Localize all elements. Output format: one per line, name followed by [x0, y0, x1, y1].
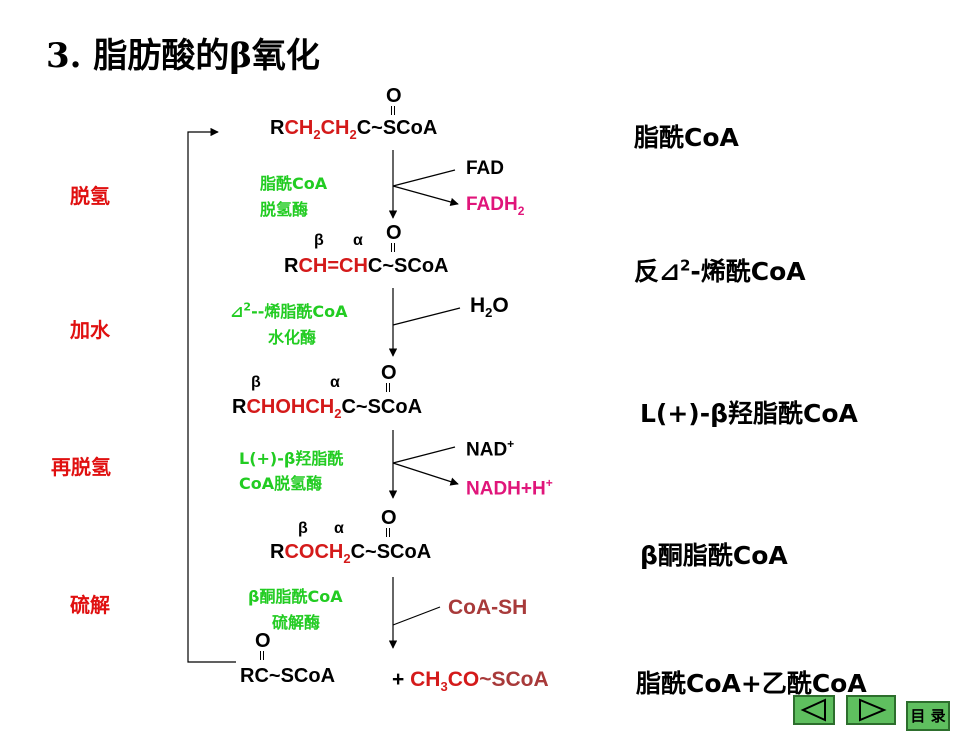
c4-double-bond — [386, 528, 390, 537]
triangle-right-icon — [859, 698, 887, 722]
c5-oxygen: O — [255, 630, 271, 652]
name-enoyl-coa: 反⊿2-烯酰CoA — [634, 256, 806, 286]
enzyme-acyl-coa-dehydrogenase-line2: 脱氢酶 — [260, 200, 309, 219]
fadh2-out-arrow — [392, 185, 459, 207]
c4-beta-label: β — [298, 520, 308, 537]
compound-shortened-acyl-coa: RC~SCoA — [240, 665, 336, 687]
cofactor-fadh2: FADH2 — [466, 194, 525, 218]
previous-slide-button[interactable] — [793, 695, 835, 725]
name-ketoacyl-coa: β酮脂酰CoA — [640, 541, 788, 570]
compound-hydroxyacyl-coa: RCHOHCH2C~SCoA — [232, 396, 423, 421]
c4-alpha-label: α — [334, 520, 344, 537]
cofactor-h2o: H2O — [470, 294, 509, 321]
triangle-left-icon — [800, 698, 826, 722]
fad-in-line — [392, 169, 456, 187]
c3-alpha-label: α — [330, 374, 340, 391]
h2o-in-line — [392, 307, 461, 326]
enzyme-thiolase-line2: 硫解酶 — [272, 613, 321, 632]
c3-beta-label: β — [251, 374, 261, 391]
enzyme-hydroxyacyl-coa-dehydrogenase-line2: CoA脱氢酶 — [239, 474, 323, 493]
cofactor-coa-sh: CoA-SH — [448, 596, 528, 619]
step-thiolysis: 硫解 — [70, 593, 110, 617]
nadh-out-arrow — [392, 462, 459, 486]
name-products: 脂酰CoA+乙酰CoA — [636, 669, 867, 698]
c2-oxygen: O — [386, 222, 402, 244]
compound-enoyl-coa: RCH=CHC~SCoA — [284, 255, 449, 277]
compound-acyl-coa: RCH2CH2C~SCoA — [270, 117, 438, 142]
step-dehydrogenation: 脱氢 — [70, 184, 110, 208]
step-hydration: 加水 — [70, 318, 110, 342]
cofactor-fad: FAD — [466, 158, 504, 179]
c2-double-bond — [391, 243, 395, 252]
c2-beta-label: β — [314, 232, 324, 249]
c5-double-bond — [260, 651, 264, 660]
compound-acetyl-coa: + CH3CO~SCoA — [392, 668, 549, 695]
c3-oxygen: O — [381, 362, 397, 384]
nad-in-line — [392, 446, 456, 464]
c3-double-bond — [386, 383, 390, 392]
cofactor-nadh: NADH+H+ — [466, 476, 553, 500]
cycle-loop-line — [187, 127, 236, 663]
name-hydroxyacyl-coa: L(+)-β羟脂酰CoA — [640, 399, 858, 428]
enzyme-enoyl-coa-hydratase-line2: 水化酶 — [268, 328, 317, 347]
c4-oxygen: O — [381, 507, 397, 529]
enzyme-acyl-coa-dehydrogenase-line1: 脂酰CoA — [260, 174, 328, 193]
coash-in-line — [392, 606, 441, 626]
c2-alpha-label: α — [353, 232, 363, 249]
contents-menu-button[interactable]: 目 录 — [906, 701, 950, 731]
next-slide-button[interactable] — [846, 695, 896, 725]
name-acyl-coa: 脂酰CoA — [634, 123, 739, 152]
compound-ketoacyl-coa: RCOCH2C~SCoA — [270, 541, 432, 566]
enzyme-thiolase-line1: β酮脂酰CoA — [248, 587, 343, 606]
page-title: 3. 脂肪酸的β氧化 — [46, 36, 320, 76]
c1-oxygen: O — [386, 85, 402, 107]
enzyme-enoyl-coa-hydratase-line1: ⊿2--烯脂酰CoA — [230, 300, 348, 321]
enzyme-hydroxyacyl-coa-dehydrogenase-line1: L(+)-β羟脂酰 — [239, 449, 344, 468]
step-re-dehydrogenation: 再脱氢 — [51, 455, 111, 479]
cofactor-nad: NAD+ — [466, 437, 515, 461]
c1-double-bond — [391, 106, 395, 115]
